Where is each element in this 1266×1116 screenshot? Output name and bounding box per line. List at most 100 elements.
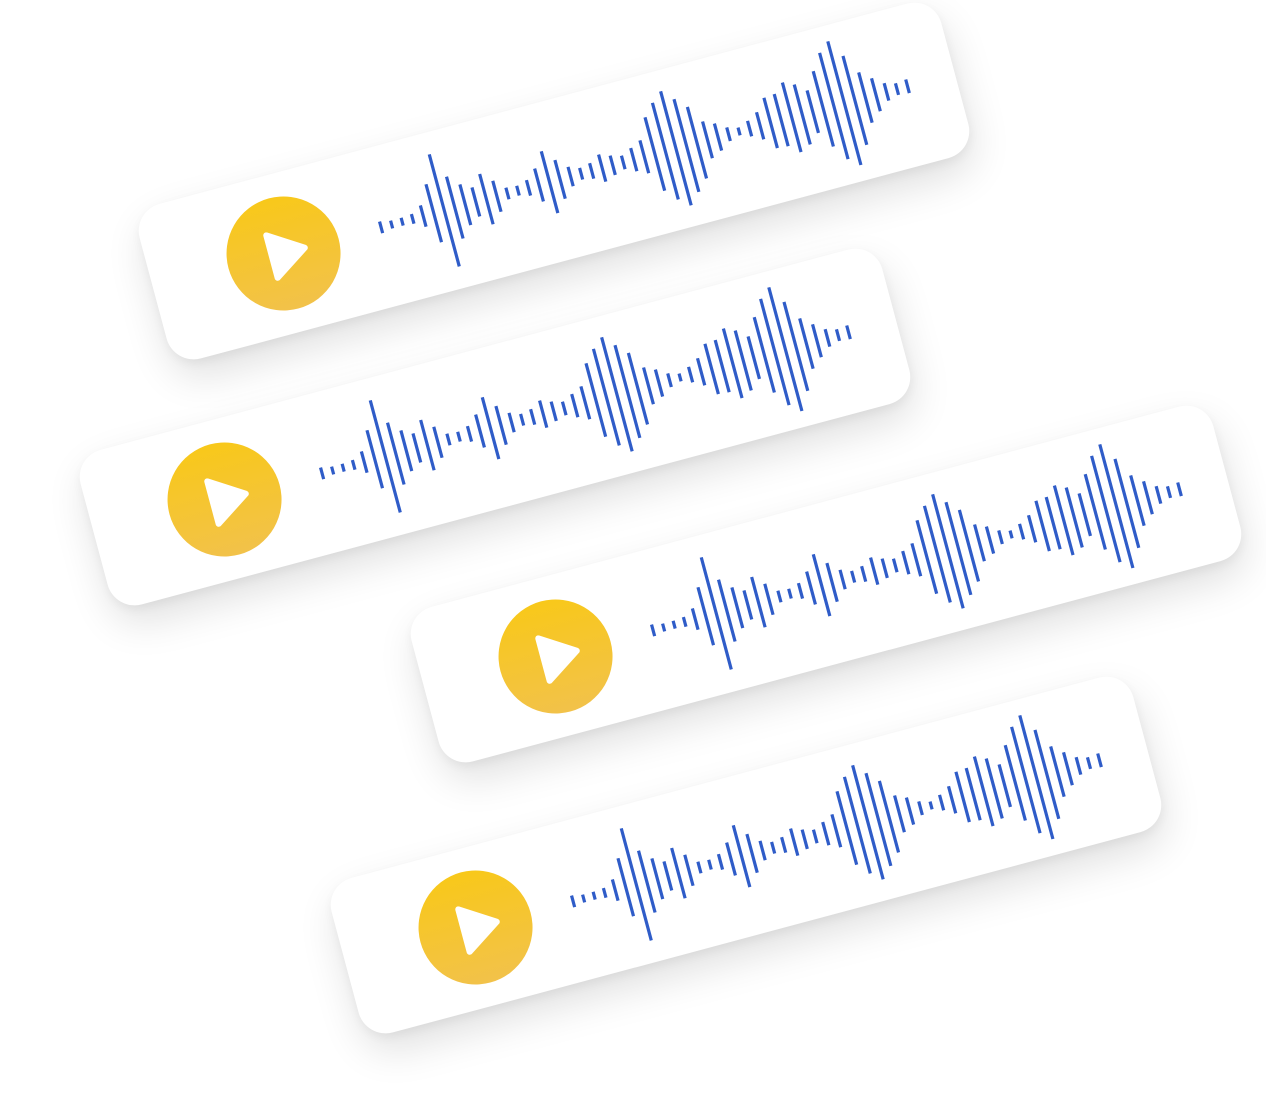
waveform-bar: [984, 526, 996, 554]
waveform-bar: [539, 150, 560, 214]
waveform-bar: [597, 154, 608, 183]
waveform-bar: [1098, 443, 1135, 569]
waveform: [570, 714, 1103, 941]
waveform-bar: [661, 623, 667, 632]
waveform-bar: [821, 821, 831, 846]
play-button[interactable]: [405, 857, 546, 998]
waveform-bar: [507, 412, 516, 433]
waveform-bar: [818, 52, 850, 160]
waveform-bar: [1010, 726, 1042, 834]
waveform-bar: [1113, 458, 1141, 549]
waveform-bar: [869, 557, 880, 586]
waveform-bar: [910, 542, 923, 577]
waveform-bar: [850, 570, 857, 583]
waveform-bar: [1077, 492, 1093, 537]
play-button[interactable]: [485, 586, 626, 727]
waveform-bar: [1018, 714, 1055, 840]
waveform-bar: [491, 180, 503, 213]
waveform-bar: [629, 147, 639, 172]
waveform-bar: [478, 173, 495, 225]
waveform-bar: [642, 367, 655, 405]
waveform-bar: [1034, 500, 1051, 552]
waveform-bar: [997, 763, 1013, 808]
waveform-bar: [721, 328, 744, 399]
waveform-bar: [650, 858, 665, 900]
waveform-bar: [712, 123, 724, 151]
waveform-bar: [515, 185, 521, 196]
waveform-bar: [805, 571, 817, 605]
waveform-bar: [560, 401, 568, 416]
waveform-bar: [841, 55, 869, 146]
waveform-bar: [954, 771, 971, 823]
waveform-bar: [636, 850, 657, 913]
waveform-bar: [713, 339, 731, 393]
play-button[interactable]: [154, 429, 295, 570]
waveform-bar: [696, 861, 703, 874]
waveform-bar: [745, 120, 754, 137]
waveform-bar: [1003, 744, 1027, 821]
waveform-bar: [581, 894, 587, 903]
waveform-bar: [549, 401, 558, 422]
waveform-bar: [787, 588, 793, 599]
waveform-bar: [538, 400, 549, 429]
waveform-bar: [677, 373, 683, 382]
waveform-bar: [1165, 485, 1173, 499]
waveform-bar: [659, 90, 693, 206]
waveform-bar: [845, 325, 852, 340]
waveform-bar: [767, 286, 804, 412]
waveform-bar: [672, 98, 701, 193]
waveform-bar: [782, 301, 810, 392]
waveform-bar: [608, 155, 617, 176]
waveform-bar: [619, 827, 653, 941]
waveform-bar: [626, 352, 650, 425]
waveform-bar: [579, 385, 592, 420]
waveform-bar: [1154, 485, 1163, 505]
waveform-bar: [444, 176, 465, 239]
waveform-bar: [1129, 475, 1146, 527]
waveform-bar: [733, 330, 753, 391]
waveform-bar: [578, 167, 585, 180]
waveform-bar: [418, 205, 428, 228]
waveform-bar: [330, 466, 336, 475]
waveform-bar: [662, 861, 674, 891]
waveform-bar: [838, 569, 847, 590]
waveform-bar: [368, 399, 402, 513]
waveform-bar: [789, 828, 800, 857]
audio-message-card: [324, 670, 1168, 1040]
waveform-bar: [570, 393, 580, 418]
waveform-bar: [901, 550, 911, 575]
waveform-bar: [1061, 751, 1074, 786]
play-button[interactable]: [213, 183, 354, 324]
waveform-bar: [1090, 455, 1122, 563]
waveform-bar: [937, 794, 946, 811]
waveform-bar: [731, 824, 752, 888]
waveform-bar: [725, 842, 737, 876]
waveform-bar: [922, 505, 952, 603]
play-icon: [455, 906, 500, 955]
waveform-bar: [893, 795, 906, 833]
waveform-bar: [754, 111, 766, 140]
waveform-bar: [893, 82, 901, 96]
waveform: [378, 40, 911, 267]
waveform-bar: [811, 829, 819, 844]
waveform-bar: [864, 772, 893, 867]
audio-message-card: [404, 399, 1248, 769]
waveform-bar: [869, 77, 882, 112]
waveform-bar: [805, 89, 821, 134]
waveform-bar: [524, 179, 533, 196]
waveform-bar: [1074, 756, 1083, 776]
waveform-bar: [584, 362, 608, 438]
waveform-bar: [683, 854, 695, 887]
waveform-bar: [904, 797, 916, 825]
waveform-bar: [378, 221, 385, 234]
waveform-bar: [650, 624, 657, 637]
waveform-bar: [810, 323, 823, 358]
waveform-bar: [750, 576, 767, 628]
waveform-bar: [1026, 514, 1038, 543]
waveform-bar: [686, 366, 695, 383]
waveform-bar: [851, 764, 885, 880]
waveform-bar: [671, 620, 677, 629]
waveform-bar: [566, 166, 575, 187]
waveform-bar: [1083, 473, 1107, 550]
waveform-bar: [480, 396, 501, 460]
